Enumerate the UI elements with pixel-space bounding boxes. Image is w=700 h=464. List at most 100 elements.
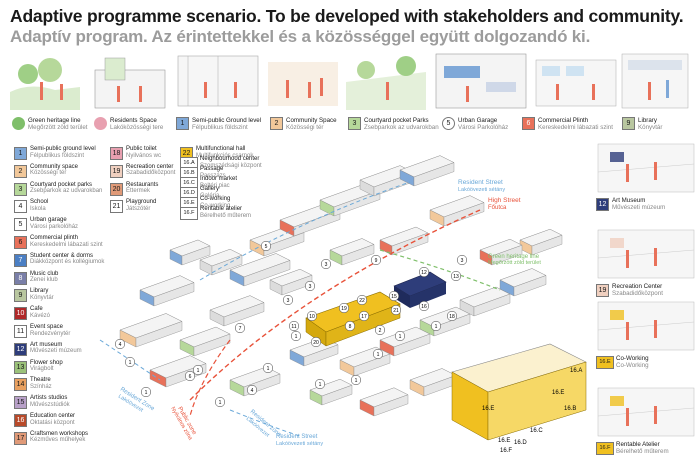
legend-key: 1 (14, 147, 27, 160)
side-panel-sublabel: Bérelhető műterem (616, 448, 669, 455)
number-marker-label: 1 (145, 390, 148, 396)
number-marker-label: 1 (435, 324, 438, 330)
number-marker-circle (304, 280, 316, 292)
number-marker-circle (314, 378, 326, 390)
side-panel-key: 16.F (596, 442, 614, 455)
side-panel-illustration (597, 301, 695, 351)
legend-key: 13 (14, 360, 27, 374)
legend-key: 6 (14, 236, 27, 249)
legend-sublabel: Közösségi tér (286, 124, 324, 131)
legend-sublabel: Bérelhető műterem (200, 212, 252, 219)
axonometric-masterplan: Resident Street Lakóövezeti sétány High … (99, 155, 587, 454)
number-marker-circle (262, 362, 274, 374)
side-panel-label: Recreation Center (612, 283, 663, 290)
legend-sublabel: Beltéri piac (200, 182, 230, 189)
building-block (519, 228, 563, 256)
vignette-residents-space (94, 57, 166, 109)
number-marker-circle (260, 240, 272, 252)
legend-label: Commercial plinth (30, 235, 79, 241)
number-marker-circle (344, 320, 356, 332)
building-block (379, 326, 431, 357)
legend-sublabel: Színház (30, 383, 52, 390)
number-marker-label: 1 (399, 334, 402, 340)
detail-tag: 16.A (570, 368, 582, 374)
legend-key: 12 (14, 342, 27, 356)
legend-label: Green heritage line (28, 117, 81, 124)
green-circle-icon (12, 117, 25, 130)
high-street-arrow (189, 209, 481, 401)
number-marker-circle (290, 330, 302, 342)
legend-key: 21 (110, 200, 123, 214)
legend-key: 6 (522, 117, 535, 130)
legend-label: Restaurants (126, 181, 159, 188)
legend-label: Art museum (30, 341, 63, 348)
legend-label: Community Space (286, 117, 337, 124)
building-block (119, 313, 183, 348)
side-panel-key: 16.E (596, 356, 614, 369)
legend-key: 2 (14, 164, 27, 178)
number-marker-circle (446, 310, 458, 322)
detail-tag: 16.E (498, 438, 510, 444)
number-marker-label: 22 (359, 298, 365, 304)
building-block (399, 155, 455, 187)
pink-circle-icon (94, 117, 107, 130)
building-block (179, 326, 231, 357)
legend-key: 17 (14, 431, 27, 445)
legend-sublabel: Művészstúdiók (30, 401, 70, 408)
legend-sublabel: Könyvtár (30, 294, 54, 301)
number-marker-label: 9 (375, 258, 378, 264)
number-marker-circle (430, 320, 442, 332)
side-panel-key: 19 (596, 284, 609, 297)
building-block (229, 253, 291, 287)
number-marker-label: 21 (393, 308, 399, 314)
number-marker-circle (450, 270, 462, 282)
legend-key: 3 (14, 182, 27, 196)
legend-label: Semi-public Ground level (192, 117, 262, 124)
detail-tag: 16.C (530, 428, 543, 434)
number-marker-circle (356, 294, 368, 306)
legend-label: Multifunctional hall (196, 146, 246, 152)
side-panel-label: Art Museum (612, 197, 646, 204)
legend-sublabel: Zsebparkok az udvarokban (364, 124, 439, 131)
number-marker-label: 11 (291, 324, 296, 330)
vignette-semi-public (177, 55, 259, 107)
number-marker-label: 10 (309, 314, 315, 320)
side-panel-label: Rentable Atelier (616, 441, 660, 448)
number-marker-circle (418, 300, 430, 312)
building-block (329, 238, 375, 266)
building-block (269, 268, 313, 296)
multifunctional-hall (305, 291, 401, 347)
green-heritage-arrow (379, 249, 501, 291)
high-street-label: High Street (488, 197, 521, 204)
building-block (169, 239, 211, 266)
number-marker-label: 5 (265, 244, 268, 250)
number-marker-label: 1 (355, 378, 358, 384)
legend-key: 16.F (180, 207, 198, 220)
legend-sublabel: Co-working (200, 202, 231, 209)
green-line-label: Green heritage line (488, 254, 540, 260)
number-marker-label: 3 (461, 258, 464, 264)
number-marker-label: 1 (319, 382, 322, 388)
legend-label: Music club (30, 270, 59, 277)
legend-label: School (30, 199, 49, 206)
building-block (409, 368, 457, 397)
number-marker-circle (394, 330, 406, 342)
resident-street-arrow (199, 181, 411, 281)
